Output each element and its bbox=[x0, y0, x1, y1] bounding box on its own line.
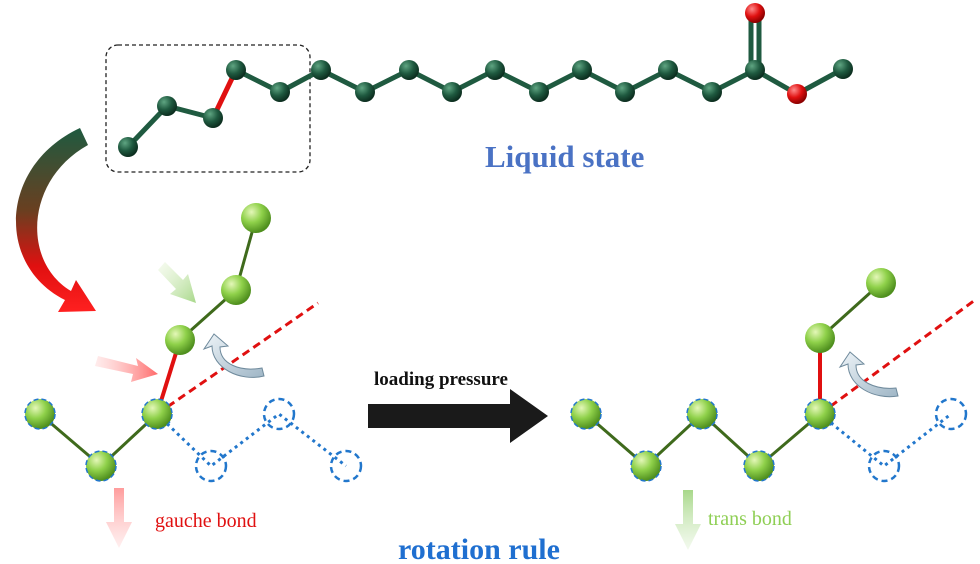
trans-configuration: trans bond bbox=[570, 268, 976, 550]
loading-pressure-arrow bbox=[368, 389, 548, 443]
trans-down-arrow bbox=[675, 490, 701, 550]
oxygen-atom-ester bbox=[787, 84, 807, 104]
rotation-curl-arrow bbox=[202, 333, 265, 378]
trans-bond-label: trans bond bbox=[708, 508, 792, 530]
transition-curve-arrow bbox=[16, 128, 96, 312]
loading-pressure-group: loading pressure bbox=[368, 369, 548, 443]
chain-bonds bbox=[125, 12, 846, 150]
chain-atoms bbox=[118, 3, 853, 157]
gauche-down-arrow bbox=[106, 488, 132, 548]
liquid-state-molecule: Liquid state bbox=[105, 3, 853, 174]
oxygen-atom-carbonyl bbox=[745, 3, 765, 23]
selection-box bbox=[105, 44, 311, 173]
gauche-configuration: gauche bond bbox=[24, 203, 363, 548]
liquid-state-label: Liquid state bbox=[485, 139, 644, 174]
reference-dashed-line bbox=[156, 301, 319, 416]
reference-dashed-line-right bbox=[819, 298, 976, 416]
force-arrow-green bbox=[158, 262, 196, 303]
ghost-bonds-right bbox=[819, 412, 952, 468]
ghost-bonds bbox=[155, 412, 347, 468]
gauche-bond-label: gauche bond bbox=[155, 510, 257, 532]
rotation-curl-arrow-right bbox=[838, 351, 899, 398]
rotation-rule-label: rotation rule bbox=[398, 533, 560, 564]
loading-pressure-label: loading pressure bbox=[374, 369, 508, 390]
force-arrow-pink bbox=[95, 356, 158, 382]
